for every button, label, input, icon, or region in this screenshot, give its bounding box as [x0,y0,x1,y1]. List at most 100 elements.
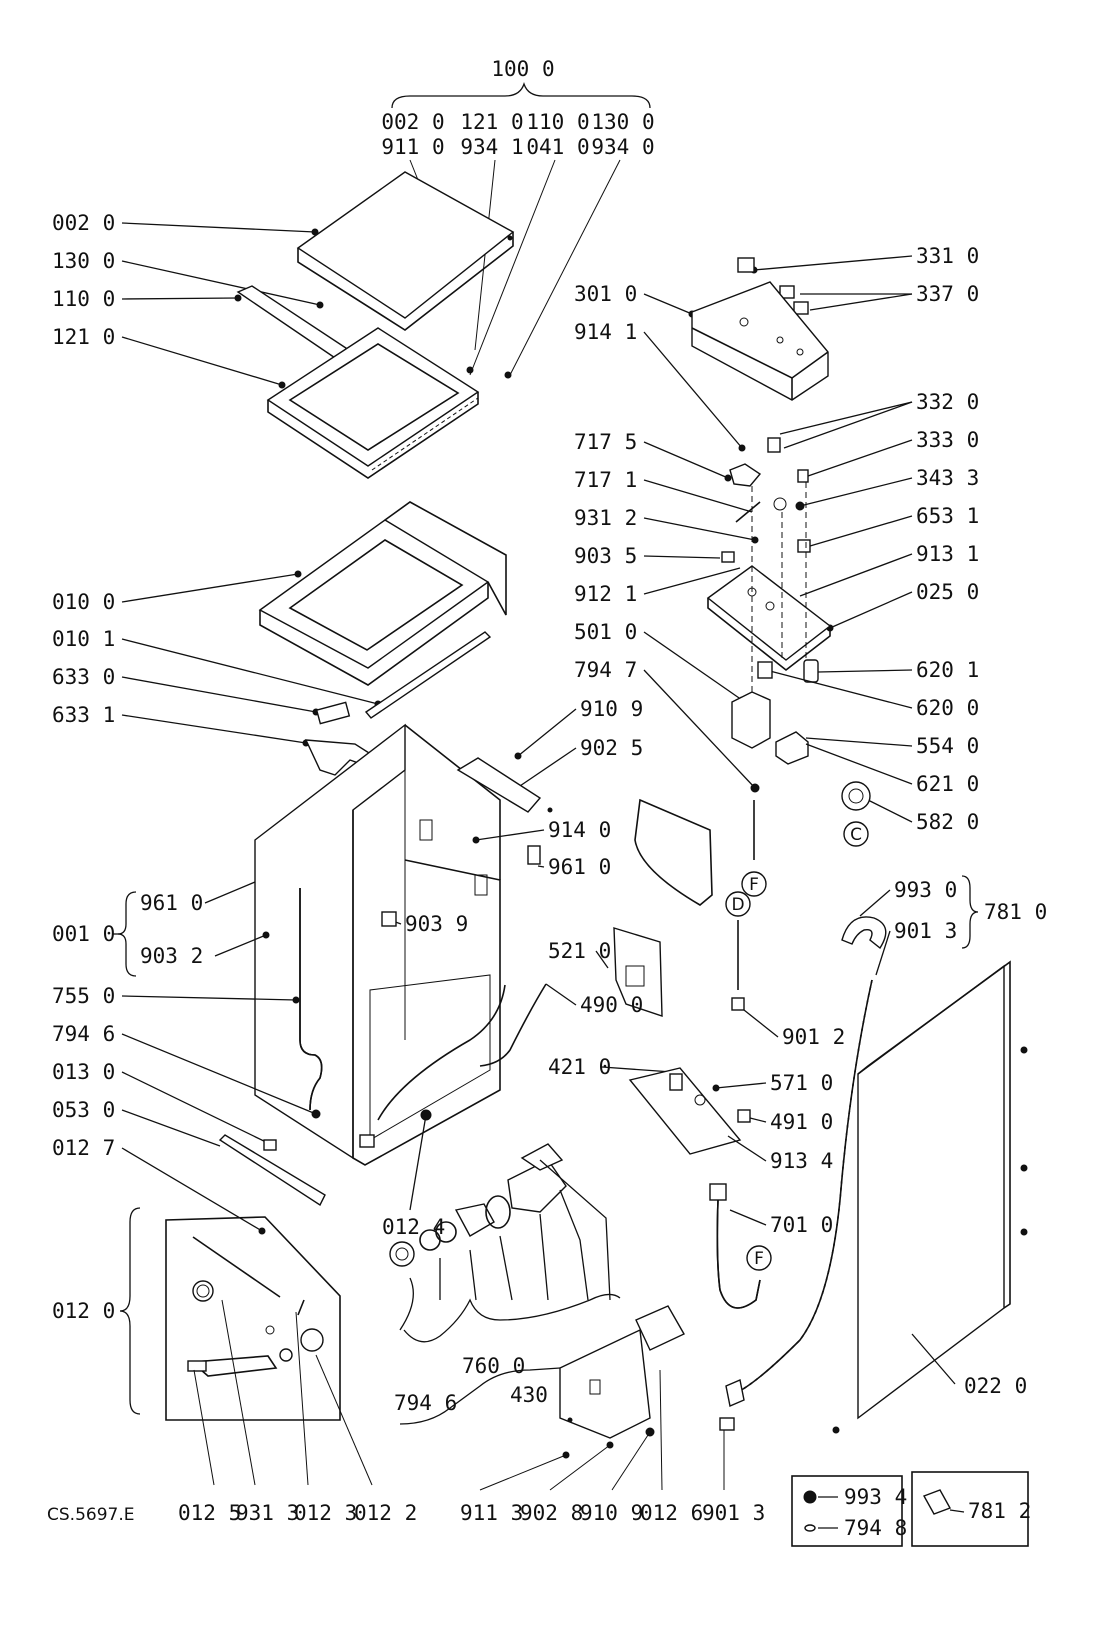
label-911-3: 911 3 [460,1501,523,1525]
switch-part [775,731,809,765]
label-571-0: 571 0 [770,1071,833,1095]
group-100-title: 100 0 [491,57,554,81]
group-100-item: 002 0 [381,110,444,134]
label-501-0: 501 0 [574,620,637,644]
label-012-5: 012 5 [178,1501,241,1525]
label-130-0: 130 0 [52,249,115,273]
label-301-0: 301 0 [574,282,637,306]
label-993-4: 993 4 [844,1485,907,1509]
label-521-0: 521 0 [548,939,611,963]
marker-c-label: C [850,825,862,845]
label-913-1: 913 1 [916,542,979,566]
marker-d [725,891,751,917]
label-781-2: 781 2 [968,1499,1031,1523]
legend-box-right: 781 2 [911,1471,1031,1547]
plinth-part [218,1134,326,1207]
marker-f-top [741,871,767,897]
label-914-0: 914 0 [548,818,611,842]
label-331-0: 331 0 [916,244,979,268]
legend-box-left: 993 4 794 8 [791,1475,907,1547]
label-781-0: 781 0 [984,900,1047,924]
label-903-9: 903 9 [405,912,468,936]
drawing-reference: CS.5697.E [47,1505,134,1525]
label-010-1: 010 1 [52,627,115,651]
label-913-4: 913 4 [770,1149,833,1173]
group-100-item: 121 0 [460,110,523,134]
hose-hook [841,916,887,950]
group-001-brace [117,891,137,977]
label-931-3: 931 3 [236,1501,299,1525]
marker-f-bottom [746,1245,772,1271]
group-001-item: 961 0 [140,891,203,915]
bracket-part [729,463,762,487]
group-100-item: 130 0 [591,110,654,134]
rod-part [364,631,492,719]
marker-d-label: D [731,895,744,915]
label-760-0: 760 0 [462,1354,525,1378]
marker-f-bottom-label: F [754,1249,764,1269]
group-100-item: 934 1 [460,135,523,159]
group-100-brace [391,81,651,109]
cover-flap [634,798,713,906]
label-633-0: 633 0 [52,665,115,689]
label-025-0: 025 0 [916,580,979,604]
side-panel [857,960,1011,1420]
label-490-0: 490 0 [580,993,643,1017]
group-781-brace [961,875,979,949]
label-053-0: 053 0 [52,1098,115,1122]
label-633-1: 633 1 [52,703,115,727]
pump-assembly [389,1143,567,1267]
label-012-7: 012 7 [52,1136,115,1160]
group-100-item: 934 0 [591,135,654,159]
label-110-0: 110 0 [52,287,115,311]
control-panel [691,281,829,401]
label-121-0: 121 0 [52,325,115,349]
group-100-item: 110 0 [526,110,589,134]
label-012-3: 012 3 [294,1501,357,1525]
label-012-4: 012 4 [382,1215,445,1239]
label-717-1: 717 1 [574,468,637,492]
element-bracket [628,1067,751,1155]
label-491-0: 491 0 [770,1110,833,1134]
label-931-2: 931 2 [574,506,637,530]
label-794-7: 794 7 [574,658,637,682]
label-901-2: 901 2 [782,1025,845,1049]
label-794-6-top: 794 6 [52,1022,115,1046]
label-961-0: 961 0 [548,855,611,879]
top-frame [266,327,480,479]
group-001-item: 903 2 [140,944,203,968]
label-717-5: 717 5 [574,430,637,454]
label-013-0: 013 0 [52,1060,115,1084]
label-010-0: 010 0 [52,590,115,614]
motor-part [731,691,771,749]
label-337-0: 337 0 [916,282,979,306]
label-620-1: 620 1 [916,658,979,682]
latch-part [315,701,351,725]
label-902-5: 902 5 [580,736,643,760]
label-794-8: 794 8 [844,1516,907,1540]
label-022-0: 022 0 [964,1374,1027,1398]
group-100-header: 100 0 002 0 121 0 110 0 130 0 911 0 934 … [381,57,655,376]
label-653-1: 653 1 [916,504,979,528]
label-701-0: 701 0 [770,1213,833,1237]
label-012-6: 012 6 [640,1501,703,1525]
label-910-9-bottom: 910 9 [580,1501,643,1525]
label-002-0: 002 0 [52,211,115,235]
group-781-item: 901 3 [894,919,957,943]
label-554-0: 554 0 [916,734,979,758]
detail-box-012 [165,1216,341,1421]
label-902-8: 902 8 [520,1501,583,1525]
label-621-0: 621 0 [916,772,979,796]
label-421-0: 421 0 [548,1055,611,1079]
marker-c [843,821,869,847]
label-914-1: 914 1 [574,320,637,344]
label-001-0: 001 0 [52,922,115,946]
label-755-0: 755 0 [52,984,115,1008]
label-794-6-bottom: 794 6 [394,1391,457,1415]
label-582-0: 582 0 [916,810,979,834]
label-910-9-top: 910 9 [580,697,643,721]
label-901-3-bottom: 901 3 [702,1501,765,1525]
label-012-2: 012 2 [354,1501,417,1525]
